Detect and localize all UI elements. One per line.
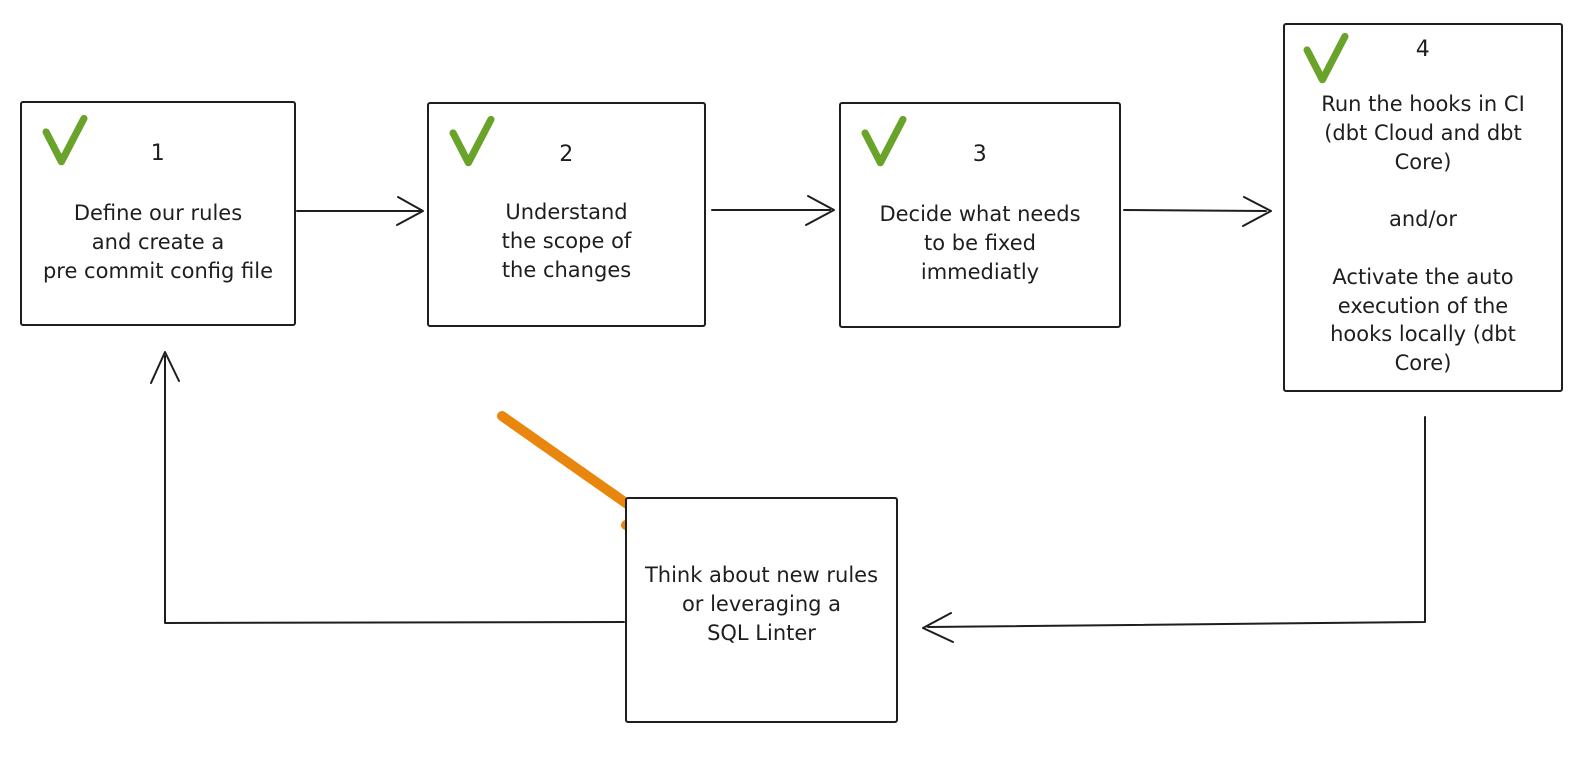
step-box-4: 4 Run the hooks in CI (dbt Cloud and dbt… [1283, 23, 1563, 392]
step-box-1: 1 Define our rules and create a pre comm… [20, 101, 296, 326]
checkmark-icon [42, 114, 88, 166]
step-number: 1 [150, 141, 166, 166]
step-text: Understand the scope of the changes [501, 200, 632, 282]
arrow-step2-step3 [711, 195, 835, 226]
arrow-step3-step4 [1123, 196, 1272, 227]
checkmark-icon [861, 115, 907, 167]
arrow-step4-loop [922, 416, 1426, 643]
arrow-step1-step2 [296, 196, 424, 226]
step-text: Run the hooks in CI (dbt Cloud and dbt C… [1321, 92, 1525, 376]
arrow-loop-step1 [150, 351, 625, 624]
loop-box-text: Think about new rules or leveraging a SQ… [644, 563, 879, 645]
step-text: Define our rules and create a pre commit… [42, 201, 274, 283]
checkmark-icon [1303, 32, 1349, 84]
loop-box: Think about new rules or leveraging a SQ… [625, 497, 898, 723]
step-box-3: 3 Decide what needs to be fixed immediat… [839, 102, 1121, 328]
step-number: 4 [1415, 37, 1431, 62]
step-text: Decide what needs to be fixed immediatly [879, 202, 1081, 284]
checkmark-icon [449, 115, 495, 167]
step-number: 2 [559, 142, 574, 167]
step-box-2: 2 Understand the scope of the changes [427, 102, 706, 327]
step-number: 3 [972, 142, 988, 167]
